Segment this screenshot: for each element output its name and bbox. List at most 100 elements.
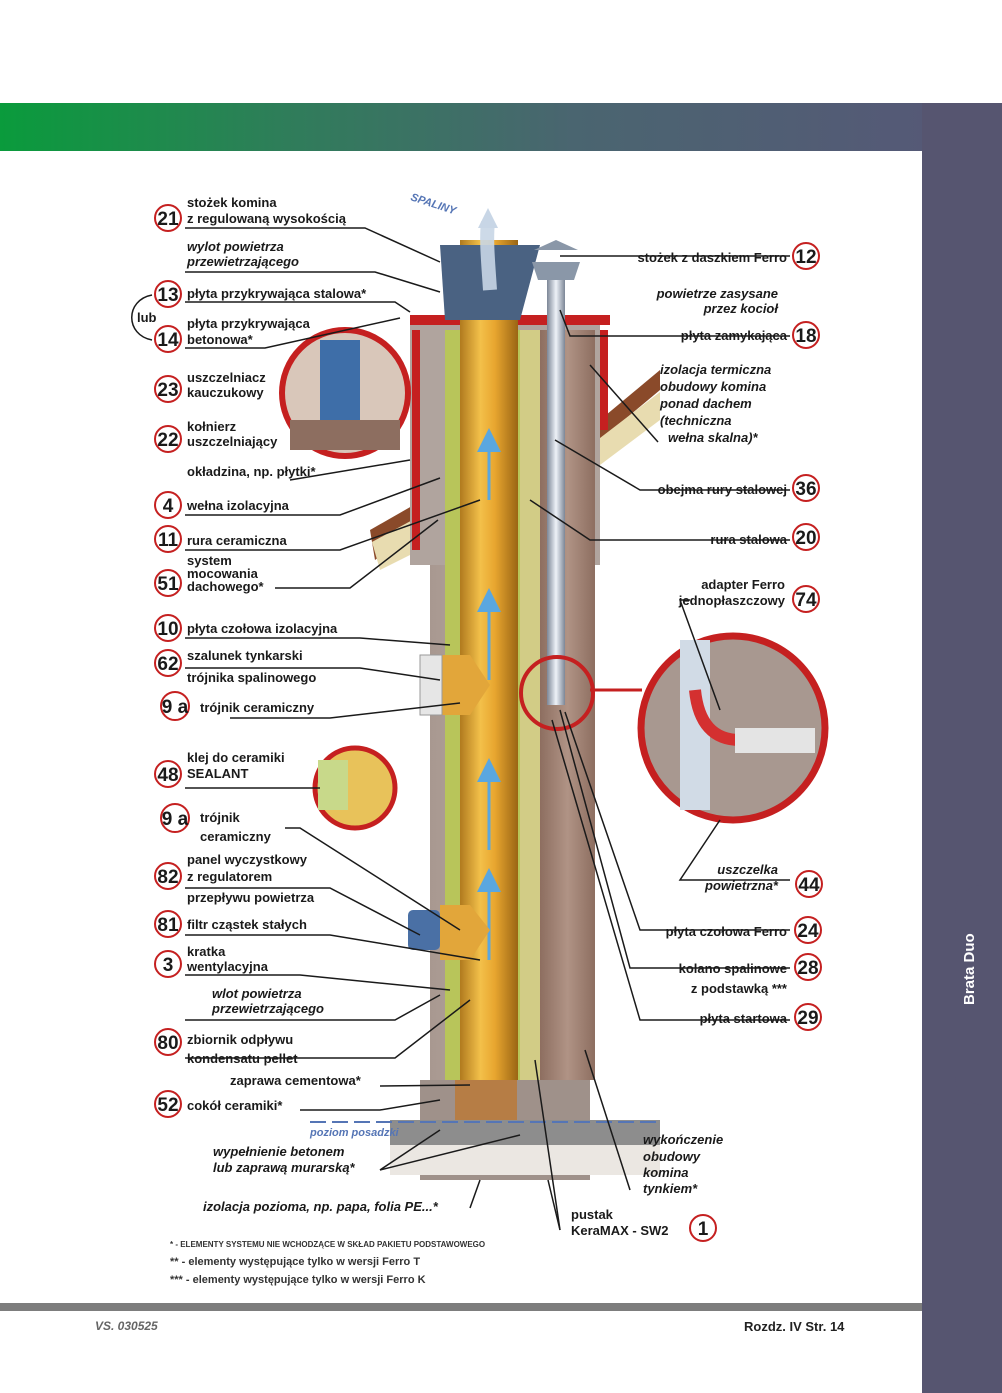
floor-level-label: poziom posadzki [309,1127,400,1139]
label-4: 4 wełna izolacyjna [154,491,290,519]
svg-text:24: 24 [797,921,819,942]
label-concrete-fill: wypełnienie betonem lub zaprawą murarską… [213,1144,356,1175]
label-10: 10 płyta czołowa izolacyjna [154,614,338,642]
label-62: 62 szalunek tynkarski trójnika spalinowe… [154,648,316,685]
svg-text:SEALANT: SEALANT [187,766,248,781]
svg-text:płyta czołowa Ferro: płyta czołowa Ferro [666,924,787,939]
svg-text:rura stalowa: rura stalowa [710,532,787,547]
svg-text:KeraMAX - SW2: KeraMAX - SW2 [571,1223,669,1238]
detail-circle-adapter [637,632,829,824]
label-plaster-finish: wykończenie obudowy komina tynkiem* [643,1132,723,1196]
detail-circle-sealant [312,745,398,831]
svg-text:9 a: 9 a [162,697,189,718]
label-horizontal-insulation: izolacja pozioma, np. papa, folia PE...* [203,1199,439,1214]
svg-text:uszczelka: uszczelka [717,862,778,877]
label-cement-mortar: zaprawa cementowa* [230,1073,362,1088]
label-21: 21 stożek komina z regulowaną wysokością [154,195,347,232]
svg-text:izolacja termiczna: izolacja termiczna [660,362,771,377]
ceramic-base [455,1080,517,1120]
svg-text:wykończenie: wykończenie [643,1132,723,1147]
svg-text:płyta zamykająca: płyta zamykająca [681,328,788,343]
svg-text:kolano spalinowe: kolano spalinowe [679,961,787,976]
svg-text:izolacja pozioma, np. papa, fo: izolacja pozioma, np. papa, folia PE...* [203,1199,439,1214]
label-thermal-insulation: izolacja termiczna obudowy komina ponad … [659,362,771,445]
svg-text:betonowa*: betonowa* [187,332,254,347]
ferro-cap [532,262,580,280]
lub-label: lub [137,310,157,325]
legend-line-2: ** - elementy występujące tylko w wersji… [170,1256,420,1268]
svg-text:okładzina, np. płytki*: okładzina, np. płytki* [187,464,317,479]
svg-text:zaprawa cementowa*: zaprawa cementowa* [230,1073,362,1088]
label-12: stożek z daszkiem Ferro 12 [637,242,820,270]
ceramic-tee-upper [440,655,490,715]
svg-text:14: 14 [157,330,179,351]
label-18: płyta zamykająca 18 [681,321,820,349]
svg-text:trójnik ceramiczny: trójnik ceramiczny [200,700,315,715]
svg-text:system: system [187,553,232,568]
svg-text:20: 20 [795,528,816,549]
leader-lines [185,227,790,1231]
label-3: 3 kratka wentylacyjna [154,944,269,978]
svg-text:wentylacyjna: wentylacyjna [186,959,269,974]
label-14: 14 płyta przykrywająca betonowa* [154,316,311,353]
svg-text:62: 62 [157,654,178,675]
svg-text:filtr cząstek stałych: filtr cząstek stałych [187,917,307,932]
svg-text:kołnierz: kołnierz [187,419,237,434]
right-sidebar [922,103,1002,1393]
svg-text:1: 1 [698,1219,709,1240]
svg-text:52: 52 [157,1095,178,1116]
svg-text:ponad dachem: ponad dachem [659,396,752,411]
svg-text:przewietrzającego: przewietrzającego [186,254,299,269]
svg-text:tynkiem*: tynkiem* [643,1181,698,1196]
svg-text:powietrzna*: powietrzna* [704,878,779,893]
svg-text:mocowania: mocowania [187,566,259,581]
label-11: 11 rura ceramiczna [154,525,287,553]
svg-text:21: 21 [157,209,179,230]
label-28: kolano spalinowe z podstawką *** 28 [679,953,822,996]
chapter-tab[interactable] [955,885,1002,1105]
page-number: Rozdz. IV Str. 14 [744,1319,845,1334]
svg-text:12: 12 [795,247,816,268]
svg-text:przewietrzającego: przewietrzającego [211,1001,324,1016]
svg-text:18: 18 [795,326,816,347]
svg-text:11: 11 [158,530,179,551]
svg-text:74: 74 [795,590,817,611]
svg-text:komina: komina [643,1165,689,1180]
svg-text:obudowy komina: obudowy komina [660,379,766,394]
svg-text:stożek komina: stożek komina [187,195,277,210]
svg-text:płyta czołowa izolacyjna: płyta czołowa izolacyjna [187,621,338,636]
svg-text:panel wyczystkowy: panel wyczystkowy [187,852,308,867]
svg-text:cokół ceramiki*: cokół ceramiki* [187,1098,283,1113]
detail-circle-top [279,327,411,459]
svg-text:jednopłaszczowy: jednopłaszczowy [678,593,786,608]
svg-text:przepływu powietrza: przepływu powietrza [187,890,315,905]
svg-text:trójnik: trójnik [200,810,240,825]
svg-text:51: 51 [157,574,179,595]
label-air-inlet: wlot powietrza przewietrzającego [211,986,324,1016]
svg-text:stożek z daszkiem Ferro: stożek z daszkiem Ferro [637,250,787,265]
label-1: pustak KeraMAX - SW2 1 [571,1207,717,1242]
svg-text:kratka: kratka [187,944,226,959]
label-9a-upper: 9 a trójnik ceramiczny [160,691,315,721]
svg-text:powietrze zasysane: powietrze zasysane [656,286,778,301]
svg-text:82: 82 [157,867,178,888]
svg-text:uszczelniający: uszczelniający [187,434,278,449]
label-81: 81 filtr cząstek stałych [154,910,307,938]
svg-text:lub zaprawą murarską*: lub zaprawą murarską* [213,1160,356,1175]
svg-text:wełna skalna)*: wełna skalna)* [668,430,759,445]
svg-text:adapter Ferro: adapter Ferro [701,577,785,592]
cleaning-panel [408,910,440,950]
svg-text:z regulowaną wysokością: z regulowaną wysokością [187,211,347,226]
svg-text:9 a: 9 a [162,809,189,830]
label-51: 51 system mocowania dachowego* [154,553,265,597]
svg-text:z podstawką ***: z podstawką *** [691,981,788,996]
legend-line-1: * - ELEMENTY SYSTEMU NIE WCHODZĄCE W SKŁ… [170,1240,485,1249]
svg-text:pustak: pustak [571,1207,614,1222]
svg-text:48: 48 [157,765,178,786]
svg-text:trójnika spalinowego: trójnika spalinowego [187,670,316,685]
label-22: 22 kołnierz uszczelniający [154,419,278,453]
label-82: 82 panel wyczystkowy z regulatorem przep… [154,852,315,905]
legend: * - ELEMENTY SYSTEMU NIE WCHODZĄCE W SKŁ… [170,1240,485,1286]
svg-text:36: 36 [795,479,816,500]
